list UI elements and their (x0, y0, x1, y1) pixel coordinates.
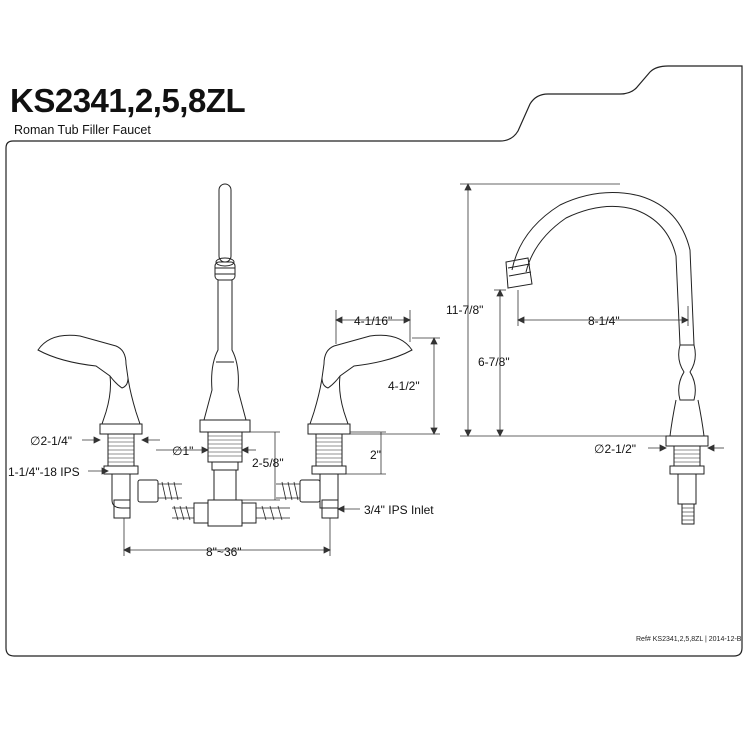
product-name-subtitle: Roman Tub Filler Faucet (14, 123, 151, 137)
dimension-lines (82, 183, 724, 556)
left-handle-front-view (37, 334, 182, 519)
label-handle-height: 4-1/2" (388, 379, 420, 393)
label-handle-shank-length: 2" (370, 448, 381, 462)
spout-side-view (505, 192, 709, 525)
right-handle-front-view (276, 334, 413, 519)
label-handle-offset: 4-1/16" (354, 314, 392, 328)
label-handle-thread: 1-1/4"-18 IPS (8, 465, 80, 479)
label-overall-height: 11-7/8" (446, 303, 483, 317)
model-number-title: KS2341,2,5,8ZL (10, 82, 246, 119)
sheet-frame (5, 65, 743, 657)
label-side-flange-dia: ∅2-1/2" (594, 442, 636, 456)
label-spout-shank-length: 2-5/8" (252, 456, 284, 470)
label-inlet: 3/4" IPS Inlet (364, 503, 434, 517)
label-spout-reach: 8-1/4" (588, 314, 620, 328)
label-handle-flange-dia: ∅2-1/4" (30, 434, 72, 448)
label-spread: 8"~36" (206, 545, 242, 559)
drawing-reference: Ref# KS2341,2,5,8ZL | 2014-12-B (636, 636, 742, 643)
label-spout-height: 6-7/8" (478, 355, 510, 369)
label-spout-shank-dia: ∅1" (172, 444, 193, 458)
spout-front-view (172, 183, 290, 527)
